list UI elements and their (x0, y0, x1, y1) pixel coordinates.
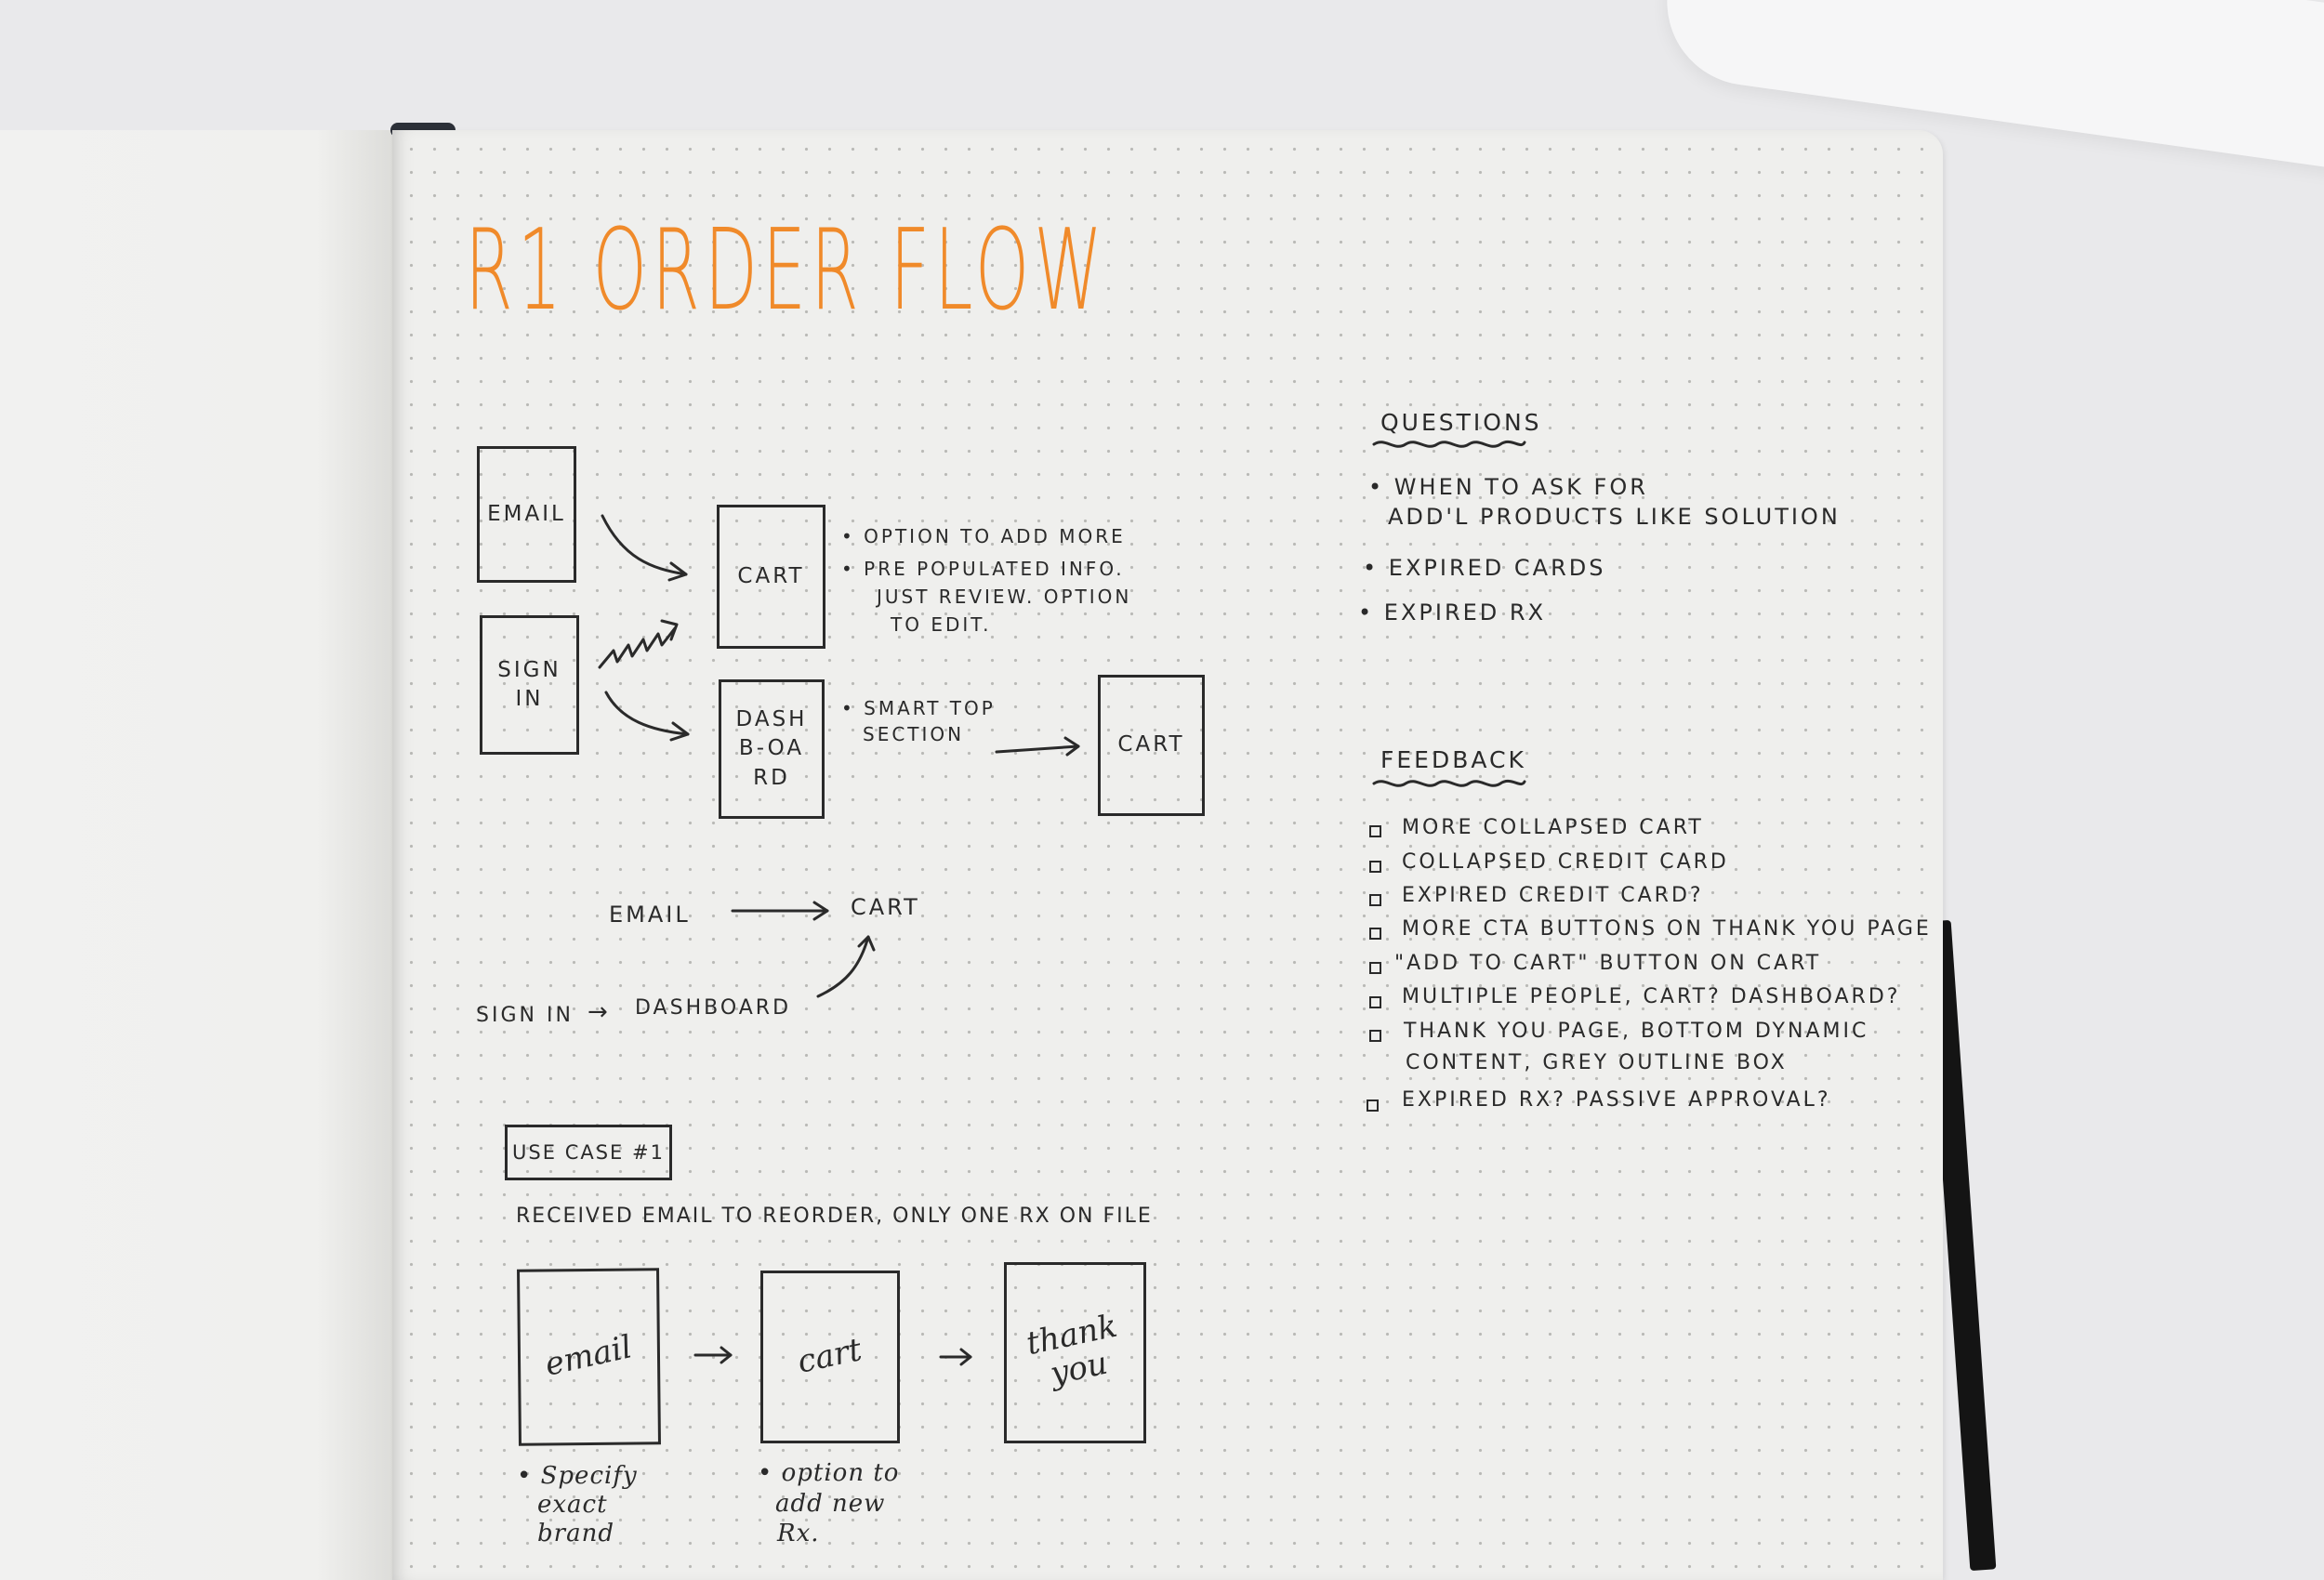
cart-note-1: • OPTION TO ADD MORE (841, 525, 1126, 547)
cart-note-rx-1: • option to (758, 1459, 900, 1487)
use-case-description: RECEIVED EMAIL TO REORDER, ONLY ONE RX O… (516, 1205, 1153, 1228)
feedback-item-8: EXPIRED RX? PASSIVE APPROVAL? (1402, 1088, 1831, 1112)
dashboard-box: DASHB-OARD (719, 679, 825, 819)
feedback-checkbox-3 (1369, 894, 1381, 906)
scribble-arrow (598, 626, 677, 669)
question-3: • EXPIRED RX (1358, 599, 1547, 625)
question-2: • EXPIRED CARDS (1363, 555, 1606, 581)
arrow-email-to-cart (601, 514, 688, 576)
arrowhead-scribble (660, 619, 679, 641)
feedback-checkbox-5 (1369, 962, 1381, 974)
use-case-label-box: USE CASE #1 (505, 1125, 672, 1180)
cart-note-4: TO EDIT. (891, 613, 992, 636)
use-case-thank-you-box: thank you (1004, 1262, 1146, 1443)
notebook-right-page (392, 130, 1943, 1580)
dashboard-note-1: • SMART TOP (841, 697, 996, 719)
flow2-email: EMAIL (609, 902, 691, 928)
cart-box-label: CART (737, 563, 805, 588)
cart-note-3: JUST REVIEW. OPTION (877, 586, 1132, 608)
use-case-cart-box: cart (760, 1271, 900, 1443)
arrowhead-signin-to-dashboard (669, 721, 690, 742)
email-box-label: EMAIL (487, 501, 566, 526)
feedback-checkbox-2 (1369, 861, 1381, 873)
feedback-checkbox-7 (1369, 1030, 1381, 1042)
arrowhead-usecase-1 (720, 1346, 733, 1364)
arrow-notes-to-cart2 (995, 744, 1080, 754)
cart-box-2: CART (1098, 675, 1205, 816)
arrowhead-email-to-cart (667, 561, 688, 582)
feedback-item-7-cont: CONTENT, GREY OUTLINE BOX (1406, 1051, 1788, 1074)
questions-underline (1372, 440, 1526, 448)
sign-in-box-label: SIGN IN (497, 657, 561, 711)
notebook-left-page (0, 130, 395, 1580)
feedback-checkbox-1 (1369, 825, 1381, 837)
cart-box-2-label: CART (1117, 732, 1185, 757)
arrowhead-flow2-email-to-cart (812, 901, 829, 921)
arrow-signin-to-dashboard (604, 691, 690, 736)
email-note-3: brand (537, 1520, 614, 1547)
arrowhead-dashboard-to-cart (857, 935, 876, 952)
flow2-sign-in: SIGN IN (476, 1004, 574, 1027)
feedback-checkbox-4 (1369, 928, 1381, 940)
feedback-item-7: THANK YOU PAGE, BOTTOM DYNAMIC (1404, 1020, 1869, 1043)
email-note-2: exact (537, 1491, 608, 1519)
questions-heading: QUESTIONS (1380, 409, 1542, 436)
feedback-item-6: MULTIPLE PEOPLE, CART? DASHBOARD? (1402, 985, 1901, 1008)
feedback-item-3: EXPIRED CREDIT CARD? (1402, 884, 1704, 907)
dashboard-box-label: DASHB-OARD (735, 707, 808, 790)
feedback-item-2: COLLAPSED CREDIT CARD (1402, 850, 1729, 874)
email-box: EMAIL (477, 446, 576, 583)
arrow-dashboard-to-cart (816, 935, 870, 998)
question-1: • WHEN TO ASK FOR (1368, 474, 1648, 500)
arrowhead-usecase-2 (959, 1348, 972, 1366)
feedback-checkbox-8 (1367, 1099, 1379, 1112)
feedback-item-1: MORE COLLAPSED CART (1402, 816, 1704, 839)
flow2-cart: CART (851, 894, 920, 920)
feedback-underline (1372, 779, 1526, 787)
email-note-1: • Specify (517, 1462, 638, 1490)
flow2-arrow: → (588, 998, 611, 1026)
page-title: R1 ORDER FLOW (465, 206, 1107, 336)
cart-box: CART (717, 505, 825, 649)
cart-note-rx-2: add new (775, 1490, 886, 1518)
use-case-label: USE CASE #1 (512, 1140, 665, 1164)
question-1-cont: ADD'L PRODUCTS LIKE SOLUTION (1388, 504, 1841, 530)
feedback-checkbox-6 (1369, 996, 1381, 1008)
feedback-item-5: "ADD TO CART" BUTTON ON CART (1394, 952, 1822, 975)
cart-note-rx-3: Rx. (777, 1520, 820, 1547)
cart-note-2: • PRE POPULATED INFO. (841, 558, 1125, 580)
flow2-dashboard: DASHBOARD (635, 996, 792, 1020)
feedback-heading: FEEDBACK (1380, 746, 1526, 773)
arrowhead-notes-to-cart2 (1063, 736, 1080, 757)
feedback-item-4: MORE CTA BUTTONS ON THANK YOU PAGE (1402, 917, 1932, 941)
dashboard-note-2: SECTION (863, 723, 965, 745)
sign-in-box: SIGN IN (480, 615, 579, 755)
